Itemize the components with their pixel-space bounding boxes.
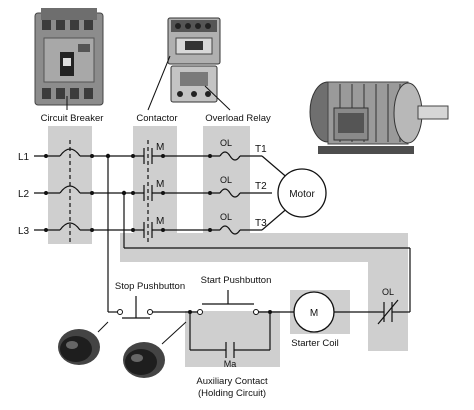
label-overload-relay: Overload Relay <box>205 113 271 124</box>
label-circuit-breaker: Circuit Breaker <box>41 113 104 124</box>
overload-label-1: OL <box>220 138 232 148</box>
contact-label-2: M <box>156 179 164 190</box>
pointer-lines <box>66 55 231 345</box>
line-label-l1: L1 <box>18 152 30 163</box>
line-label-l2: L2 <box>18 189 30 200</box>
ol-contact-label: OL <box>382 287 394 297</box>
label-stop-pushbutton: Stop Pushbutton <box>115 281 185 292</box>
aux-contact-label: Ma <box>224 359 237 369</box>
overload-pointer <box>204 85 231 111</box>
aux-contact-shade <box>185 311 280 367</box>
overload-shade <box>203 126 250 244</box>
overload-label-3: OL <box>220 212 232 222</box>
motor-image <box>309 81 449 154</box>
stop-button-image <box>58 329 100 365</box>
control-junctions <box>188 310 272 314</box>
start-button-pointer <box>161 321 187 345</box>
control-terminals <box>117 309 259 315</box>
label-starter-coil: Starter Coil <box>291 338 339 349</box>
overload-label-2: OL <box>220 175 232 185</box>
line-label-l3: L3 <box>18 226 30 237</box>
label-aux-contact: Auxiliary Contact <box>196 376 268 387</box>
coil-label: M <box>310 308 318 319</box>
stop-button-pointer <box>97 321 109 333</box>
terminal-label-t2: T2 <box>255 181 267 192</box>
circuit-breaker-image <box>34 8 104 106</box>
contactor-shade <box>133 126 177 244</box>
start-button-image <box>123 342 165 378</box>
ol-contact-shade <box>368 233 408 351</box>
terminal-label-t3: T3 <box>255 218 267 229</box>
control-wiring <box>107 156 411 358</box>
motor-label: Motor <box>289 189 315 200</box>
starter-coil-symbol <box>293 291 335 333</box>
contactor-pointer <box>147 55 171 111</box>
contact-label-3: M <box>156 216 164 227</box>
contactor-image <box>167 17 221 103</box>
label-holding-circuit: (Holding Circuit) <box>198 388 266 399</box>
terminal-label-t1: T1 <box>255 144 267 155</box>
label-contactor: Contactor <box>136 113 177 124</box>
shaded-regions <box>48 126 408 367</box>
motor-symbol <box>277 168 327 218</box>
contact-label-1: M <box>156 142 164 153</box>
label-start-pushbutton: Start Pushbutton <box>201 275 272 286</box>
